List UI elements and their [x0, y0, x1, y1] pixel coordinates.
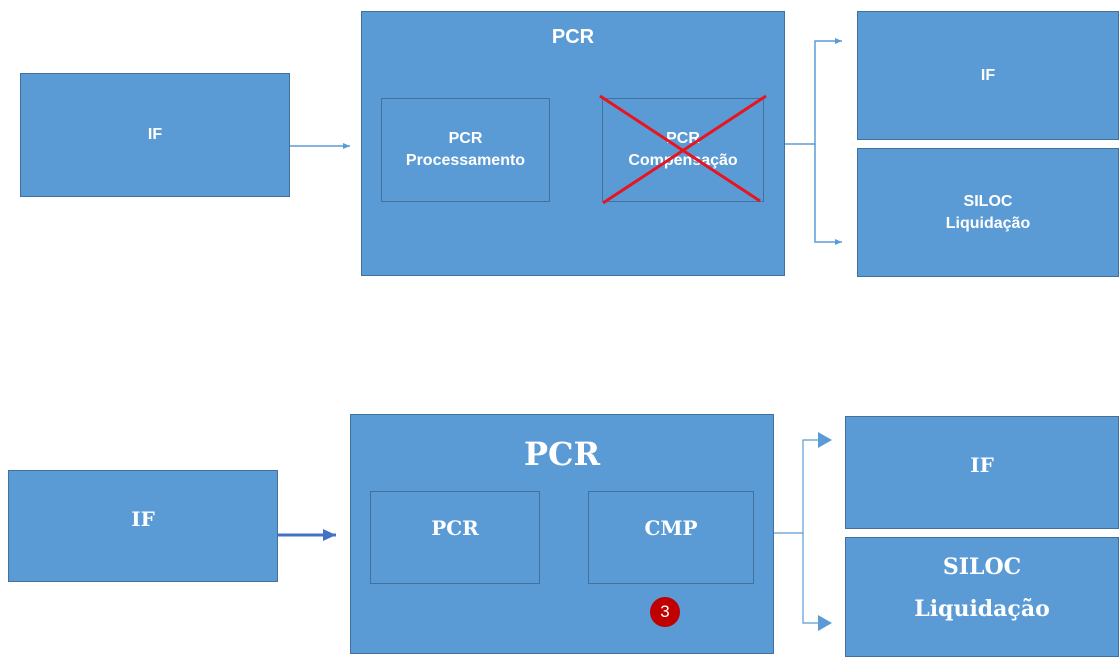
- bottom-siloc-line2: Liquidação: [914, 596, 1050, 622]
- top-right-if-label: IF: [980, 66, 996, 84]
- top-split-connector-lower: [814, 144, 842, 245]
- top-pcr-title: PCR: [551, 26, 595, 48]
- step-badge-number: 3: [660, 602, 670, 621]
- step-badge: 3: [650, 597, 680, 627]
- bottom-pcr-title: PCR: [523, 435, 601, 473]
- top-siloc-line1: SILOC: [963, 192, 1013, 210]
- top-pcr-processamento-box: PCR Processamento: [381, 98, 550, 202]
- bottom-arrowhead-upper: [818, 432, 832, 448]
- bottom-if-label: IF: [131, 507, 155, 531]
- bottom-pcr-box: PCR: [370, 491, 540, 584]
- bottom-if-box: IF: [8, 470, 278, 582]
- bottom-right-if-label: IF: [970, 453, 994, 477]
- top-siloc-box: SILOC Liquidação: [857, 148, 1119, 277]
- top-siloc-line2: Liquidação: [945, 214, 1031, 232]
- bottom-arrowhead-lower: [818, 615, 832, 631]
- bottom-right-if-box: IF: [845, 416, 1119, 529]
- bottom-inner-right-label: CMP: [644, 516, 698, 540]
- top-pcr-container: PCR: [361, 11, 785, 276]
- top-if-label: IF: [147, 126, 163, 143]
- bottom-split-connector: [774, 439, 830, 534]
- cross-line-1: [599, 94, 761, 203]
- bottom-split-connector-lower: [802, 533, 830, 624]
- top-split-connector: [785, 38, 842, 145]
- cross-line-2: [602, 94, 767, 205]
- bottom-cmp-box: CMP: [588, 491, 754, 584]
- top-inner-right-line2: Compensação: [628, 152, 738, 169]
- top-pcr-compensacao-box: PCR Compensação: [602, 98, 764, 202]
- top-inner-right-line1: PCR: [666, 130, 700, 147]
- top-right-if-box: IF: [857, 11, 1119, 140]
- top-inner-left-line1: PCR: [448, 130, 483, 147]
- top-if-box: IF: [20, 73, 290, 197]
- top-inner-left-line2: Processamento: [405, 152, 526, 169]
- bottom-inner-left-label: PCR: [431, 516, 479, 540]
- bottom-siloc-line1: SILOC: [942, 554, 1022, 580]
